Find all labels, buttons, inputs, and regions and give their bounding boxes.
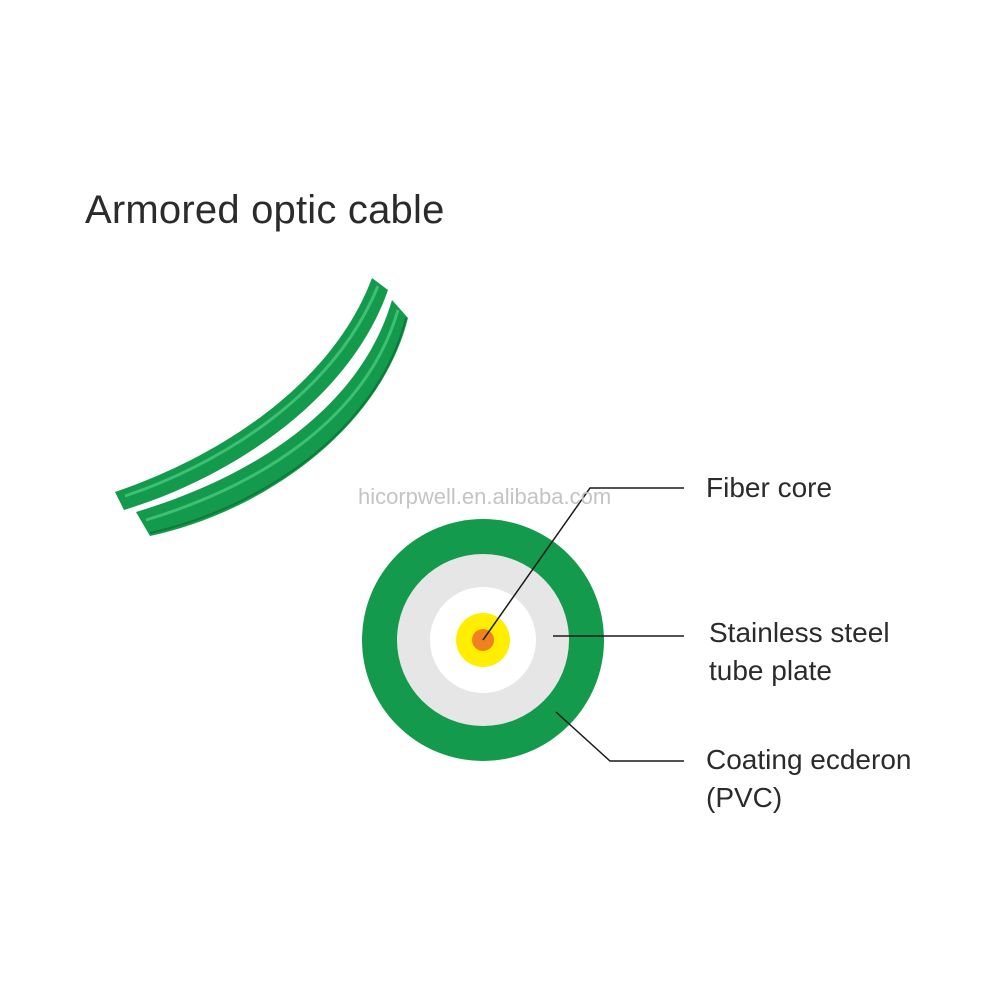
leader-lines — [482, 487, 684, 762]
callout-coating-line2: (PVC) — [706, 782, 783, 813]
cable-strand-upper — [115, 278, 388, 510]
cable-photo — [115, 278, 408, 536]
callout-steel-tube-line2: tube plate — [709, 655, 832, 686]
callout-fiber-core-line1: Fiber core — [706, 472, 833, 503]
cable-strand-lower-shadow — [149, 317, 407, 534]
cable-strand-upper-highlight — [124, 285, 380, 498]
callout-steel-tube-line1: Stainless steel — [709, 617, 890, 648]
leader-fiber-core — [482, 487, 684, 641]
page-title: Armored optic cable — [85, 188, 445, 232]
callout-steel-tube: Stainless steel tube plate — [709, 614, 890, 690]
watermark: hicorpwell.en.alibaba.com — [358, 484, 612, 509]
cable-strand-lower-highlight — [145, 309, 400, 522]
callout-coating-line1: Coating ecderon — [706, 744, 912, 775]
leader-coating — [555, 711, 684, 762]
cable-strand-lower — [136, 300, 408, 536]
callout-fiber-core: Fiber core — [706, 469, 832, 507]
callout-coating: Coating ecderon (PVC) — [706, 741, 911, 817]
